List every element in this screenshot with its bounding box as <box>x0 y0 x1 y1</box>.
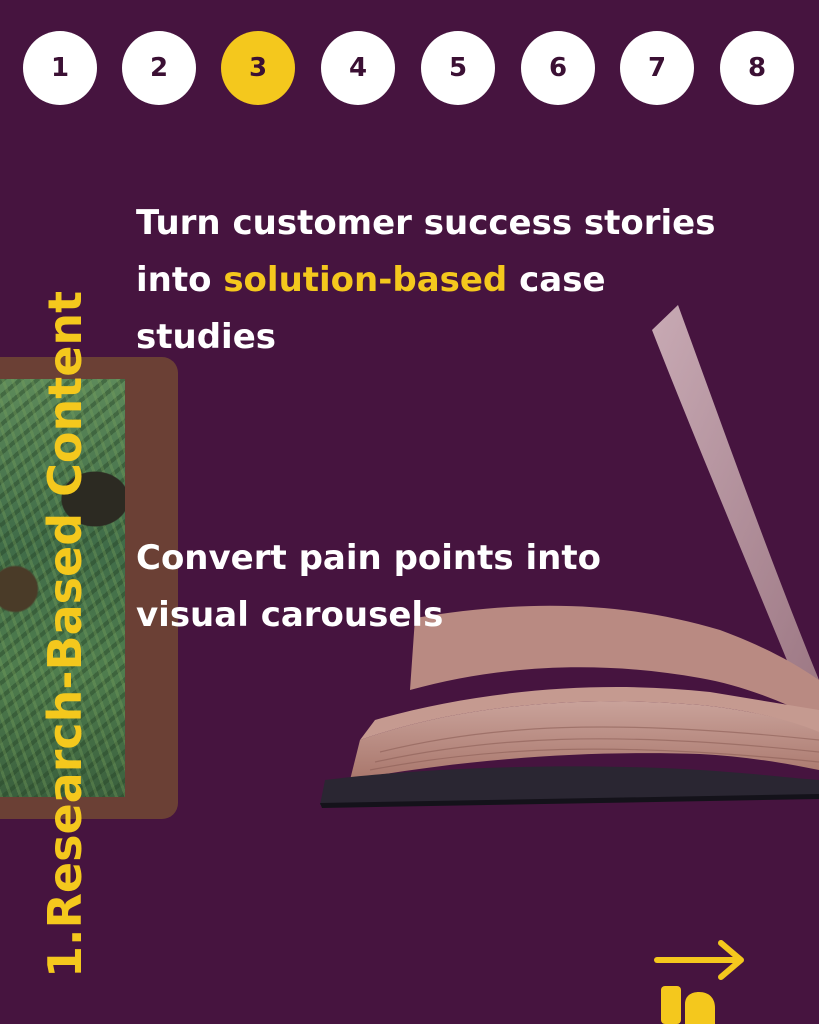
step-8[interactable]: 8 <box>720 31 794 105</box>
step-6[interactable]: 6 <box>521 31 595 105</box>
point-case-studies: Turn customer success stories into solut… <box>136 195 726 366</box>
point-1-highlight: solution-based <box>223 260 508 300</box>
grass-photo <box>0 379 125 797</box>
step-7[interactable]: 7 <box>620 31 694 105</box>
open-book-image <box>320 305 819 808</box>
step-4[interactable]: 4 <box>321 31 395 105</box>
point-1-post: case studies <box>136 260 606 357</box>
point-1-pre: Turn customer success stories into <box>136 203 716 300</box>
point-carousels: Convert pain points into visual carousel… <box>136 530 696 644</box>
point-2-text: Convert pain points into visual carousel… <box>136 538 601 635</box>
step-3-current[interactable]: 3 <box>221 31 295 105</box>
arrow-right-icon[interactable] <box>653 935 749 985</box>
step-5[interactable]: 5 <box>421 31 495 105</box>
brand-logo-icon <box>661 986 715 1024</box>
section-title: 1.Research-Based Content <box>38 290 92 978</box>
step-1[interactable]: 1 <box>23 31 97 105</box>
photo-frame <box>0 357 178 819</box>
step-indicator: 1 2 3 4 5 6 7 8 <box>23 31 796 105</box>
step-2[interactable]: 2 <box>122 31 196 105</box>
